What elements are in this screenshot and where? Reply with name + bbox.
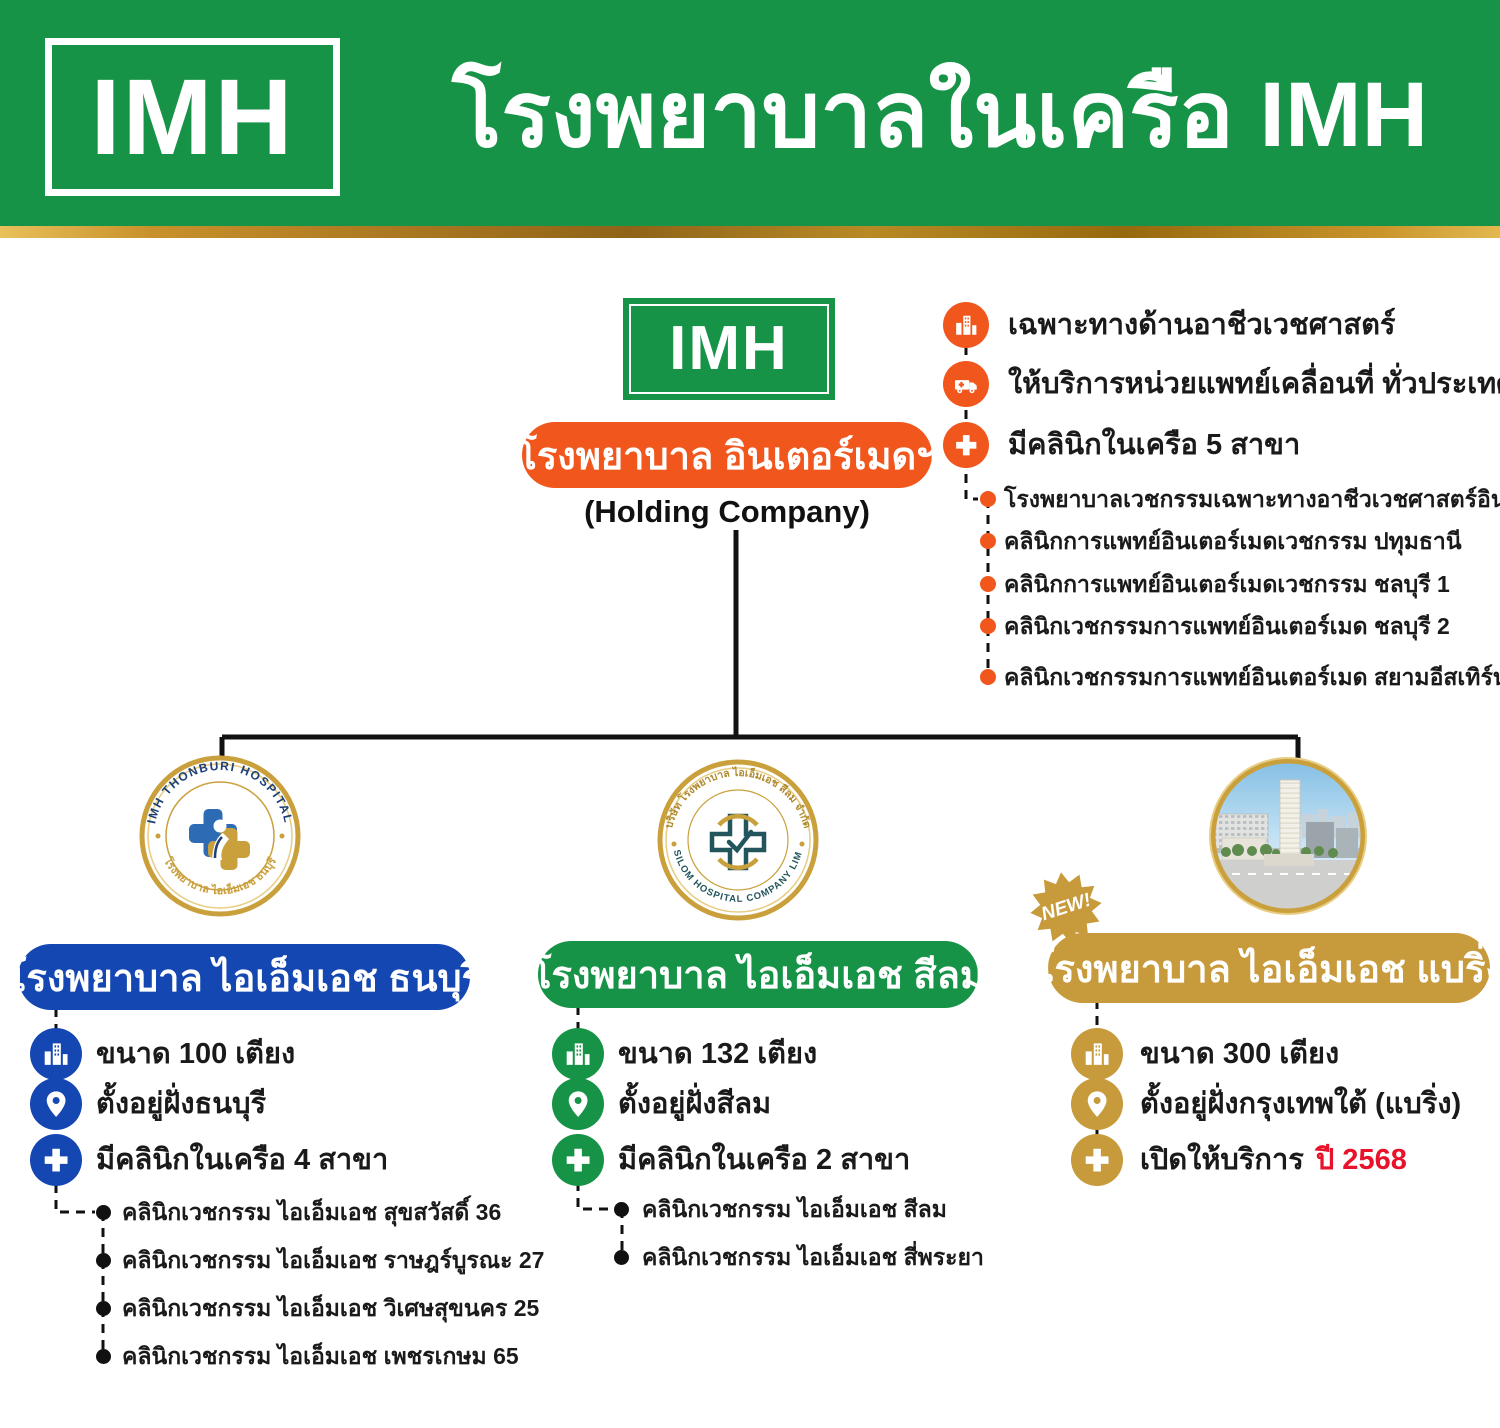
bearing-opening-label: เปิดให้บริการ bbox=[1140, 1143, 1304, 1176]
imh-logo-text: IMH bbox=[90, 56, 295, 177]
holding-clinic-item: คลินิกการแพทย์อินเตอร์เมดเวชกรรม ชลบุรี … bbox=[1004, 570, 1450, 597]
thonburi-hospital-seal: IMH THONBURI HOSPITAL โรงพยาบาล ไอเอ็มเอ… bbox=[139, 755, 301, 917]
header-banner: IMH โรงพยาบาลในเครือ IMH bbox=[0, 0, 1500, 226]
clinic-bullet bbox=[980, 576, 996, 592]
bearing-feature-beds: ขนาด 300 เตียง bbox=[1140, 1037, 1340, 1070]
building-icon bbox=[1071, 1028, 1123, 1080]
building-icon bbox=[552, 1028, 604, 1080]
holding-company-pill: โรงพยาบาล อินเตอร์เมดฯ bbox=[516, 422, 938, 488]
thonburi-clinic-item: คลินิกเวชกรรม ไอเอ็มเอช สุขสวัสดิ์ 36 bbox=[122, 1198, 502, 1225]
new-badge-label: NEW! bbox=[1038, 889, 1094, 926]
silom-cross-emblem bbox=[709, 813, 767, 871]
clinic-bullet bbox=[980, 533, 996, 549]
clinic-bullet bbox=[96, 1349, 111, 1364]
silom-feature-beds: ขนาด 132 เตียง bbox=[618, 1037, 818, 1070]
clinic-bullet bbox=[980, 669, 996, 685]
silom-clinic-item: คลินิกเวชกรรม ไอเอ็มเอช สีลม bbox=[642, 1195, 947, 1222]
holding-feature-specialty: เฉพาะทางด้านอาชีวเวชศาสตร์ bbox=[1008, 308, 1396, 341]
bearing-hospital-pill: โรงพยาบาล ไอเอ็มเอช แบริ่ง bbox=[1034, 933, 1500, 1003]
bearing-opening-year: ปี 2568 bbox=[1315, 1143, 1407, 1176]
clinic-bullet bbox=[980, 618, 996, 634]
thonburi-feature-location: ตั้งอยู่ฝั่งธนบุรี bbox=[96, 1087, 267, 1120]
gold-divider bbox=[0, 226, 1500, 238]
holding-imh-logo-text: IMH bbox=[669, 314, 789, 383]
medical-cross-icon bbox=[552, 1134, 604, 1186]
clinic-bullet bbox=[614, 1250, 629, 1265]
silom-feature-clinics: มีคลินิกในเครือ 2 สาขา bbox=[618, 1143, 911, 1176]
bearing-feature-opening: เปิดให้บริการ ปี 2568 bbox=[1140, 1139, 1407, 1181]
thonburi-cross-emblem bbox=[189, 809, 250, 870]
medical-cross-icon bbox=[1071, 1134, 1123, 1186]
thonburi-feature-beds: ขนาด 100 เตียง bbox=[96, 1037, 296, 1070]
holding-clinic-item: คลินิกเวชกรรมการแพทย์อินเตอร์เมด สยามอีส… bbox=[1004, 663, 1500, 690]
location-pin-icon bbox=[552, 1078, 604, 1130]
silom-hospital-seal: บริษัท โรงพยาบาล ไอเอ็มเอช สีลม จำกัด IM… bbox=[656, 758, 819, 921]
holding-feature-mobile-units: ให้บริการหน่วยแพทย์เคลื่อนที่ ทั่วประเทศ bbox=[1008, 367, 1500, 400]
medical-cross-icon bbox=[30, 1134, 82, 1186]
clinic-bullet bbox=[980, 491, 996, 507]
location-pin-icon bbox=[30, 1078, 82, 1130]
silom-hospital-pill: โรงพยาบาล ไอเอ็มเอช สีลม bbox=[531, 941, 985, 1008]
building-icon bbox=[30, 1028, 82, 1080]
thonburi-clinic-item: คลินิกเวชกรรม ไอเอ็มเอช เพชรเกษม 65 bbox=[122, 1342, 519, 1369]
medical-cross-icon bbox=[943, 422, 989, 468]
thonburi-hospital-pill: โรงพยาบาล ไอเอ็มเอช ธนบุรี bbox=[6, 944, 482, 1010]
thonburi-clinic-item: คลินิกเวชกรรม ไอเอ็มเอช วิเศษสุขนคร 25 bbox=[122, 1294, 540, 1321]
thonburi-feature-clinics: มีคลินิกในเครือ 4 สาขา bbox=[96, 1143, 389, 1176]
holding-clinic-item: คลินิกเวชกรรมการแพทย์อินเตอร์เมด ชลบุรี … bbox=[1004, 612, 1450, 639]
clinic-bullet bbox=[96, 1205, 111, 1220]
imh-logo: IMH bbox=[45, 38, 340, 196]
holding-company-subtitle: (Holding Company) bbox=[584, 494, 870, 529]
holding-imh-logo: IMH bbox=[613, 288, 845, 410]
location-pin-icon bbox=[1071, 1078, 1123, 1130]
bearing-hospital-photo bbox=[1209, 757, 1367, 915]
clinic-bullet bbox=[96, 1253, 111, 1268]
holding-clinic-item: โรงพยาบาลเวชกรรมเฉพาะทางอาชีวเวชศาสตร์อิ… bbox=[1004, 485, 1500, 512]
ambulance-icon bbox=[943, 361, 989, 407]
building-icon bbox=[943, 302, 989, 348]
page-title: โรงพยาบาลในเครือ IMH bbox=[451, 63, 1429, 166]
silom-clinic-item: คลินิกเวชกรรม ไอเอ็มเอช สี่พระยา bbox=[642, 1243, 984, 1270]
holding-clinic-item: คลินิกการแพทย์อินเตอร์เมดเวชกรรม ปทุมธาน… bbox=[1004, 527, 1462, 554]
silom-feature-location: ตั้งอยู่ฝั่งสีลม bbox=[618, 1087, 772, 1120]
holding-feature-clinic-count: มีคลินิกในเครือ 5 สาขา bbox=[1008, 428, 1301, 461]
thonburi-clinic-item: คลินิกเวชกรรม ไอเอ็มเอช ราษฎร์บูรณะ 27 bbox=[122, 1246, 545, 1273]
clinic-bullet bbox=[96, 1301, 111, 1316]
bearing-feature-location: ตั้งอยู่ฝั่งกรุงเทพใต้ (แบริ่ง) bbox=[1140, 1087, 1462, 1120]
clinic-bullet bbox=[614, 1202, 629, 1217]
